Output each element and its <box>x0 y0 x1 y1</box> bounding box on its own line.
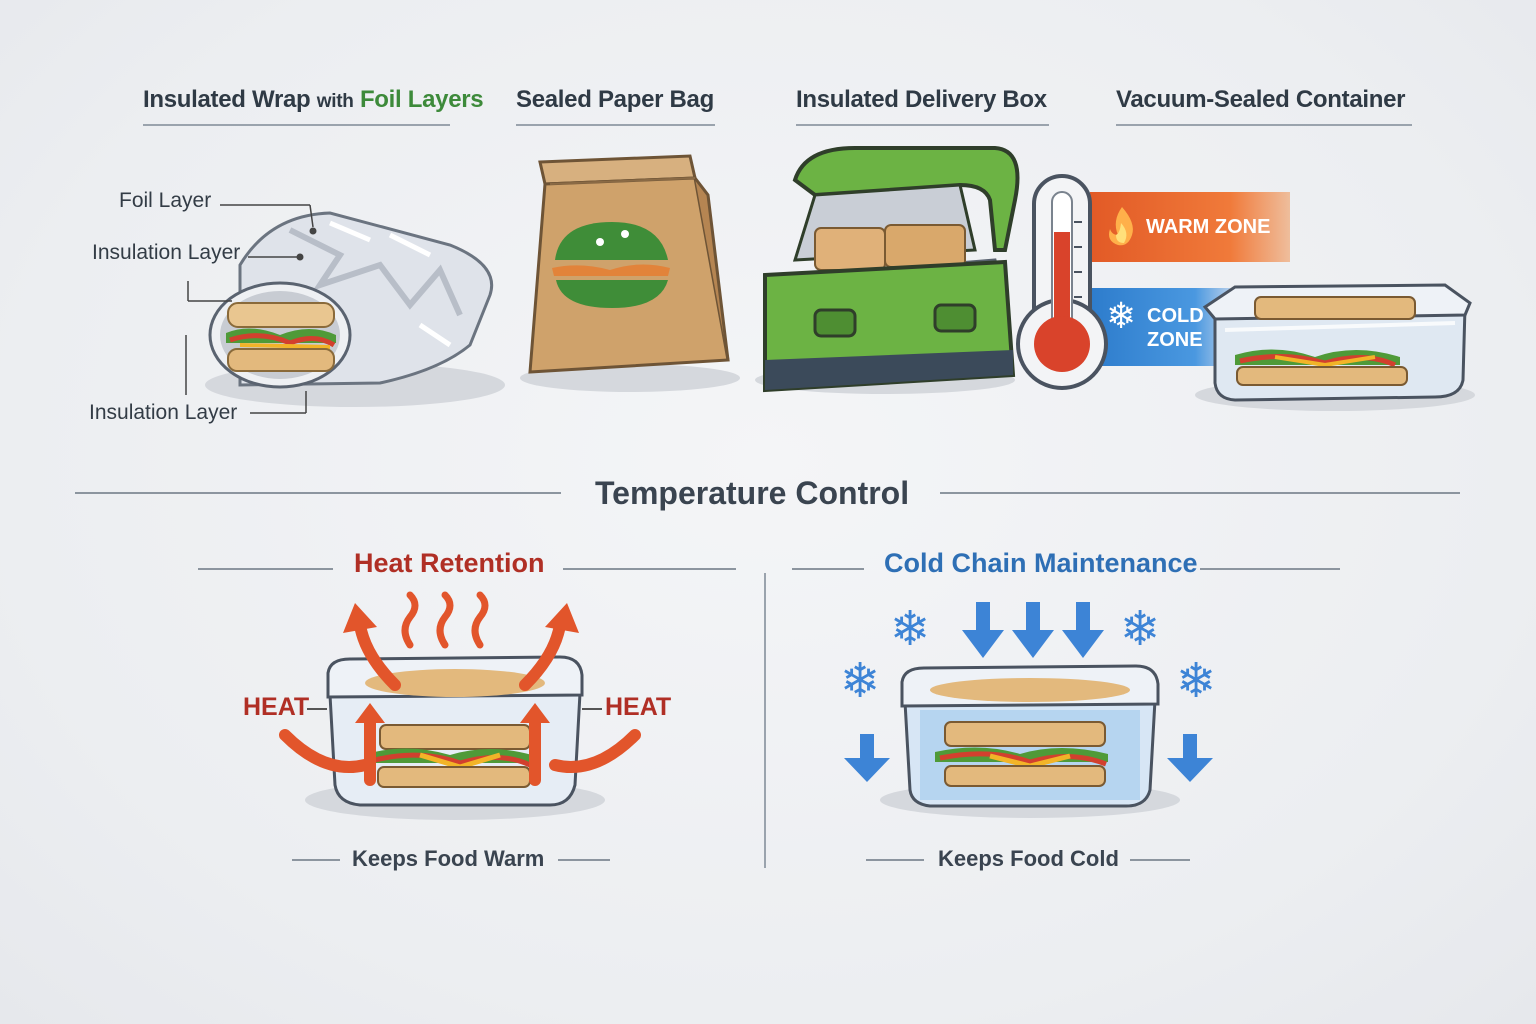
paper-bag-title-underline <box>516 124 715 126</box>
thermometer-icon <box>1016 174 1108 390</box>
cold-caption-rule-left <box>866 859 924 861</box>
flame-icon <box>1109 207 1133 246</box>
cold-rule-right <box>1200 568 1340 570</box>
container-title: Vacuum-Sealed Container <box>1116 86 1406 113</box>
heat-caption-rule-right <box>558 859 610 861</box>
temperature-rule-right <box>940 492 1460 494</box>
warm-zone-label: WARM ZONE <box>1146 216 1271 238</box>
heat-retention-illustration <box>305 655 605 820</box>
snowflake-icon: ❄ <box>840 655 881 708</box>
temperature-control-title: Temperature Control <box>595 475 910 511</box>
wrap-title-underline <box>143 124 450 126</box>
delivery-box-title-underline <box>796 124 1049 126</box>
delivery-box-icon <box>755 146 1020 394</box>
cold-zone-banner <box>1090 288 1230 366</box>
heat-label-right-connector <box>582 708 602 710</box>
section-divider <box>764 573 766 868</box>
temperature-rule-left <box>75 492 561 494</box>
heat-label-left-connector <box>307 708 327 710</box>
cold-arrow-icon[interactable] <box>840 600 1240 790</box>
burger-logo-icon <box>552 222 670 308</box>
cold-zone-snowflake-icon: ❄ <box>1106 295 1137 336</box>
callout-foil-layer: Foil Layer <box>119 189 212 212</box>
heat-rule-right <box>563 568 736 570</box>
container-title-underline <box>1116 124 1412 126</box>
heat-caption-rule-left <box>292 859 340 861</box>
snowflake-icon: ❄ <box>890 603 931 656</box>
paper-bag-title: Sealed Paper Bag <box>516 86 714 113</box>
snowflake-icon: ❄ <box>1176 655 1217 708</box>
heat-label-right: HEAT <box>605 693 672 721</box>
cold-zone-label-line1: COLD <box>1147 305 1204 327</box>
wrap-title: Insulated Wrap with Foil Layers <box>143 86 484 113</box>
heat-rule-left <box>198 568 333 570</box>
heat-arrow-icon[interactable] <box>255 591 675 795</box>
callout-insulation-layer-bottom: Insulation Layer <box>89 401 238 424</box>
heat-label-left: HEAT <box>243 693 310 721</box>
snowflake-icon: ❄ <box>1120 603 1161 656</box>
callout-insulation-layer-top: Insulation Layer <box>92 241 241 264</box>
keeps-food-warm-caption: Keeps Food Warm <box>352 846 545 871</box>
keeps-food-cold-caption: Keeps Food Cold <box>938 846 1119 871</box>
cold-chain-title: Cold Chain Maintenance <box>884 548 1198 578</box>
foil-wrap-icon <box>185 204 505 414</box>
paper-bag-icon <box>520 154 740 392</box>
cold-caption-rule-right <box>1130 859 1190 861</box>
delivery-box-title: Insulated Delivery Box <box>796 86 1047 113</box>
heat-retention-title: Heat Retention <box>354 548 545 578</box>
cold-chain-illustration <box>880 664 1180 818</box>
container-icon <box>1195 283 1475 411</box>
cold-zone-label-line2: ZONE <box>1147 329 1203 351</box>
cold-rule-left <box>792 568 864 570</box>
